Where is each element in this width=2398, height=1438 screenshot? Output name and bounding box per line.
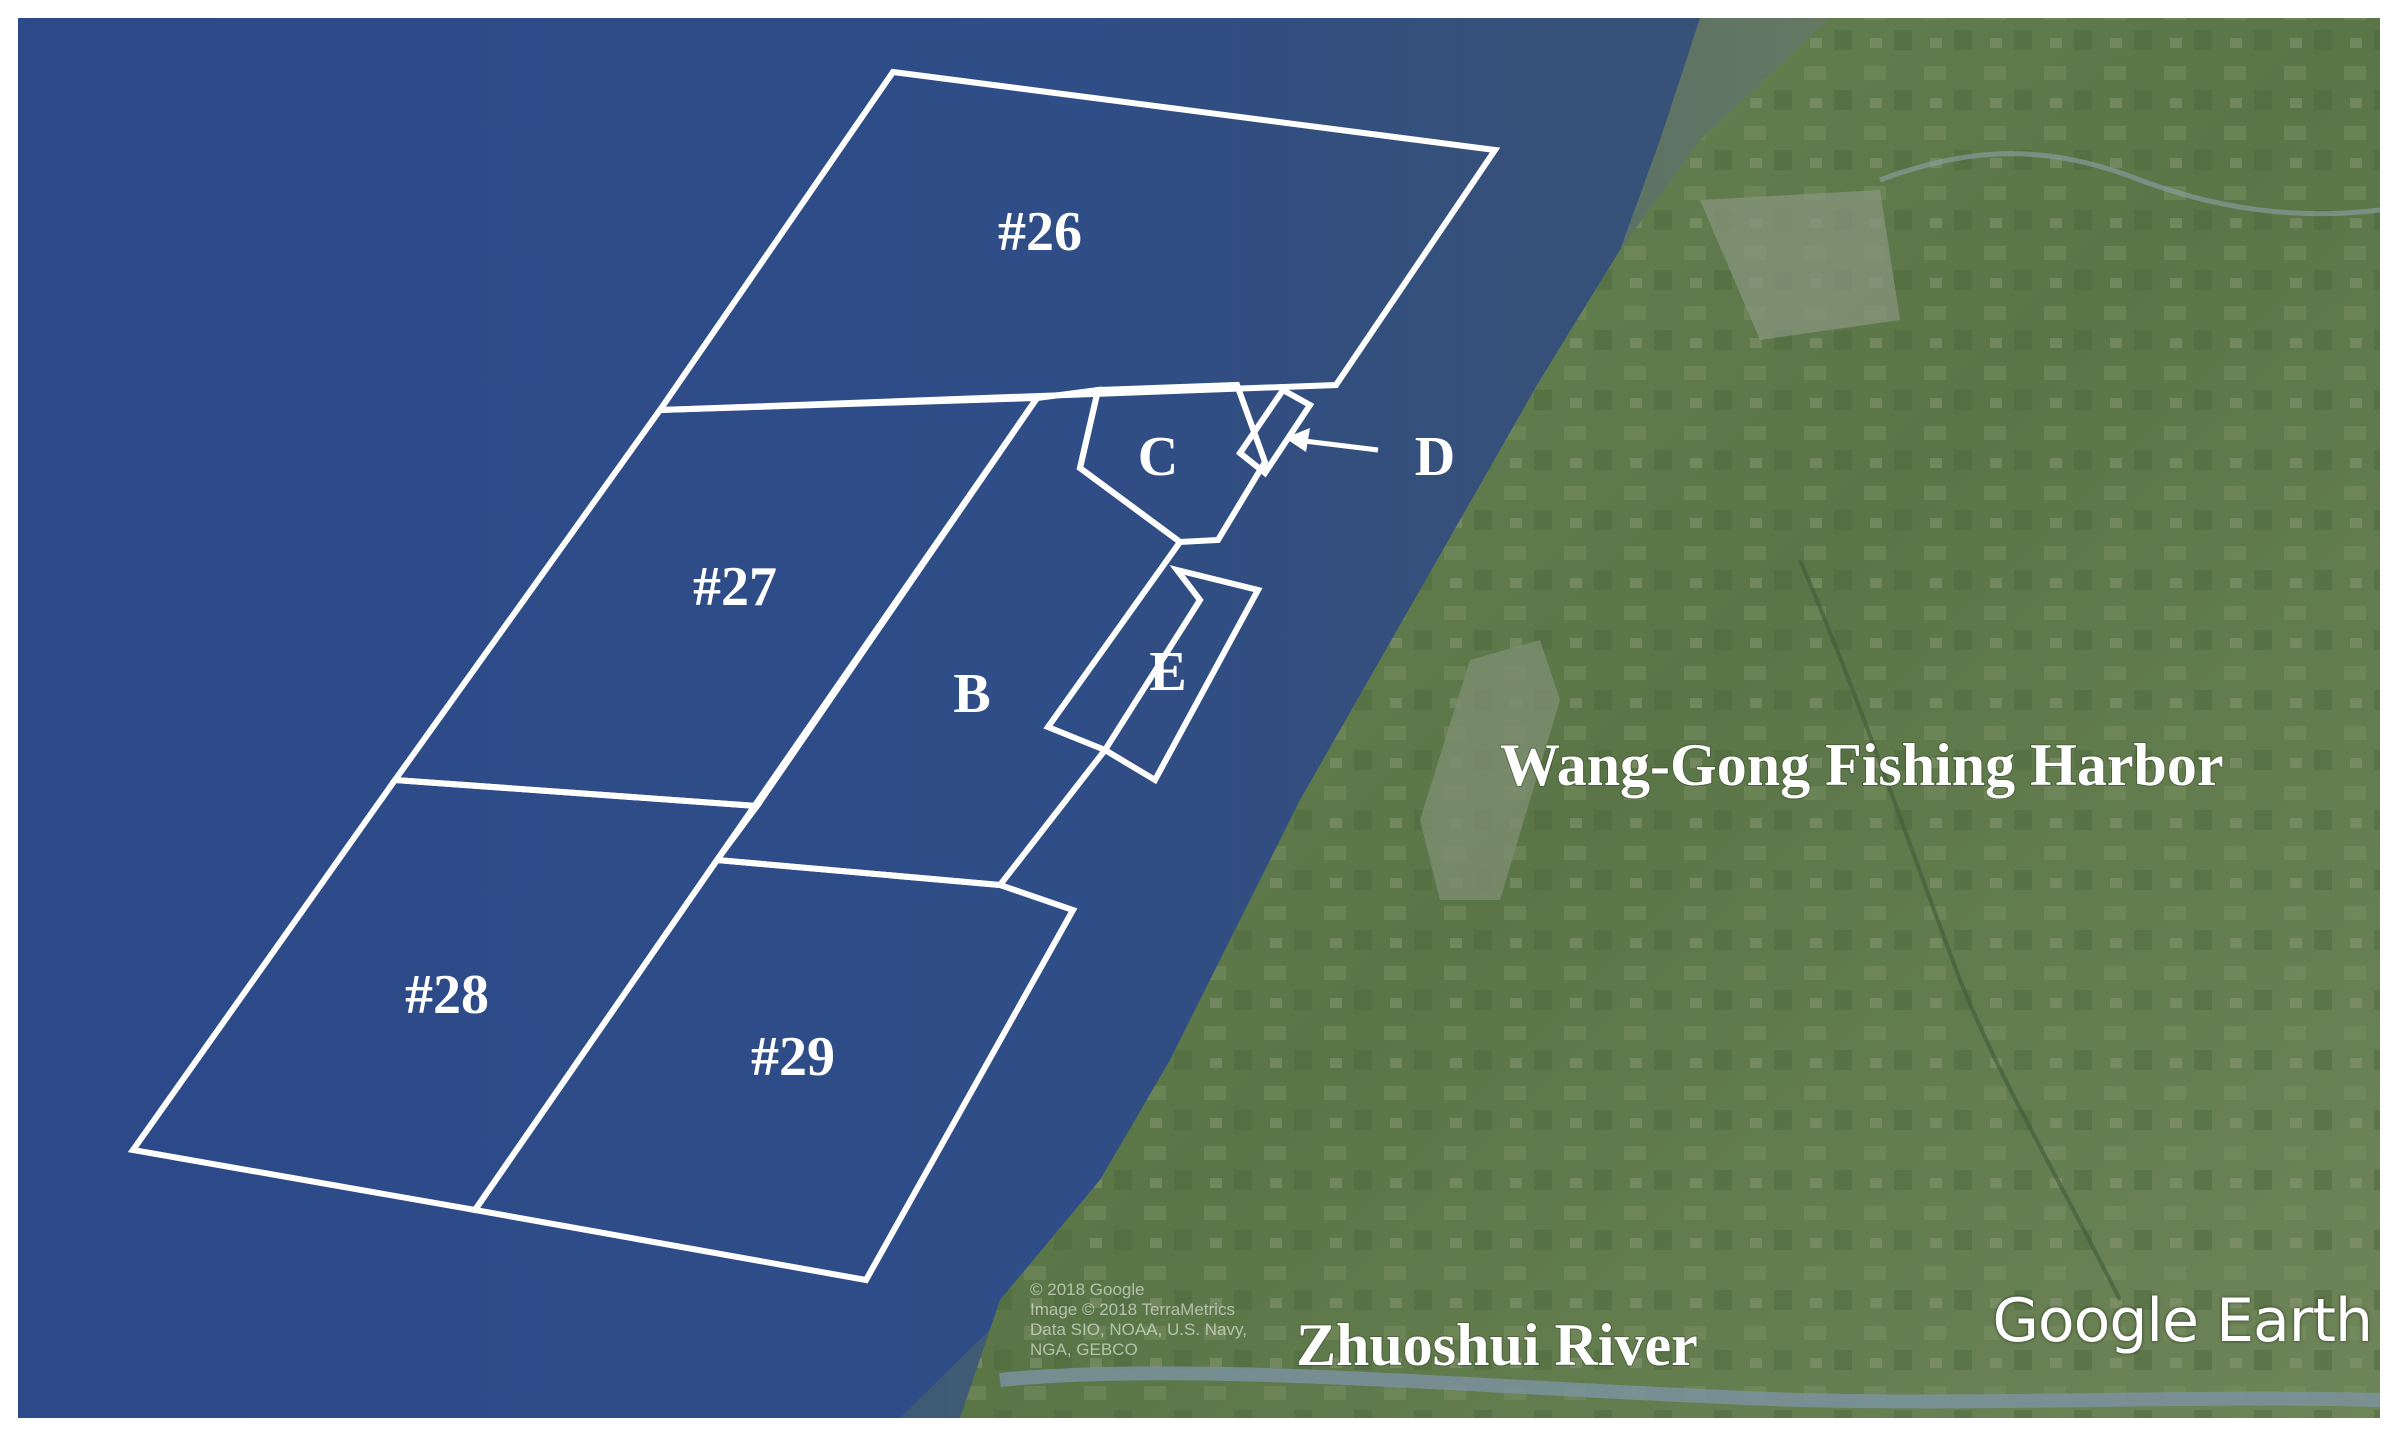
zone-boundaries — [127, 68, 1501, 1284]
zone-label-e: E — [1149, 641, 1186, 703]
zone-label-c: C — [1138, 426, 1178, 488]
river-label: Zhuoshui River — [1296, 1312, 1698, 1378]
zone-label-27: #27 — [693, 556, 777, 618]
zone-d-boundary — [1235, 386, 1315, 478]
harbor-structures — [1420, 640, 1560, 900]
zone-e-boundary — [1100, 565, 1263, 785]
industrial-area — [1700, 190, 1900, 340]
land-fields-texture — [960, 18, 2380, 1418]
river-branch — [1798, 559, 2122, 1301]
credit-line: Image © 2018 TerraMetrics — [1030, 1300, 1235, 1319]
zone-label-26: #26 — [998, 201, 1082, 263]
arrow-to-d — [1285, 428, 1379, 453]
zone-label-29: #29 — [751, 1026, 835, 1088]
river — [999, 1366, 2381, 1409]
zone-label-d: D — [1415, 426, 1455, 488]
google-earth-logo: Google Earth — [1992, 1286, 2373, 1356]
imagery-credit: © 2018 Google Image © 2018 TerraMetrics … — [1030, 1280, 1290, 1360]
zone-c-boundary — [1076, 381, 1269, 546]
canal — [1879, 151, 2381, 217]
zone-label-b: B — [953, 663, 990, 725]
zone-26-boundary — [654, 68, 1501, 414]
credit-line: Data SIO, NOAA, U.S. Navy, NGA, GEBCO — [1030, 1320, 1247, 1359]
credit-line: © 2018 Google — [1030, 1280, 1145, 1299]
harbor-label: Wang-Gong Fishing Harbor — [1500, 732, 2223, 798]
zone-label-28: #28 — [405, 964, 489, 1026]
